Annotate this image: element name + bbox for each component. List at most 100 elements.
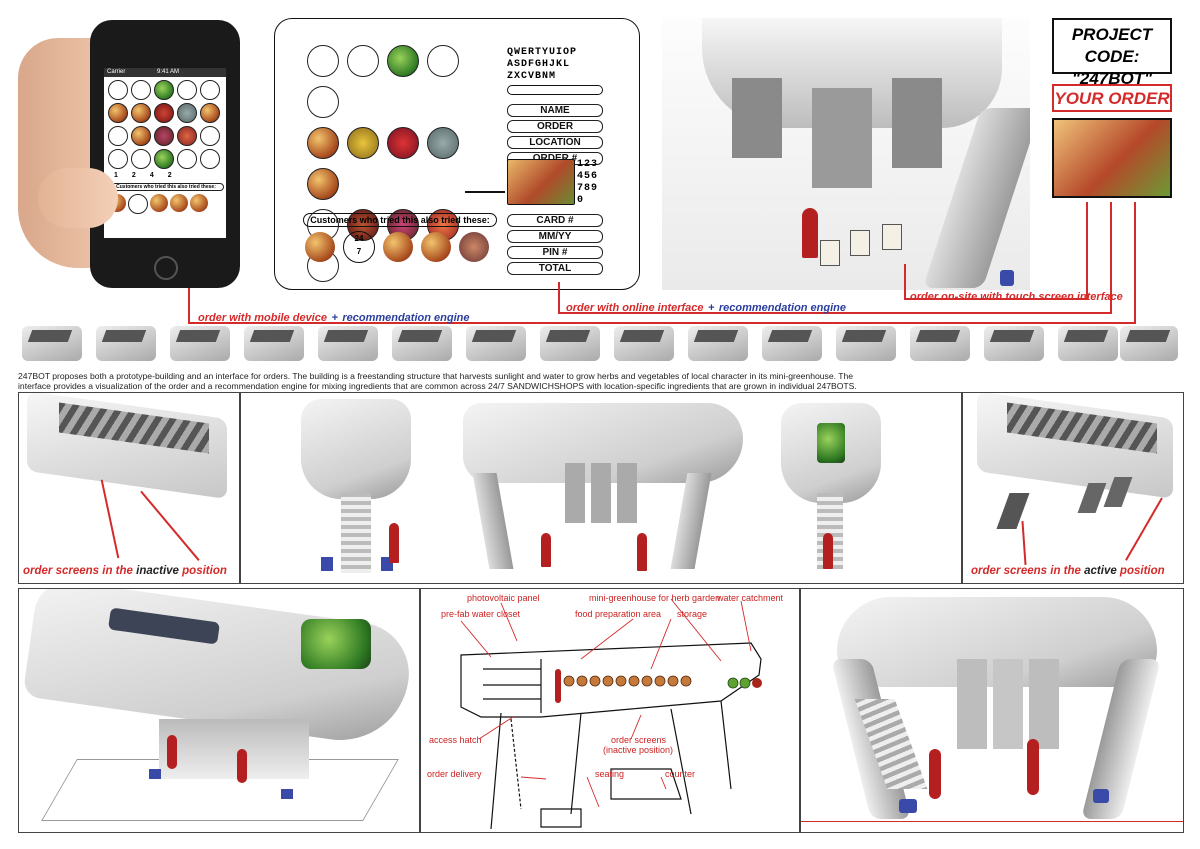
person-figure (802, 208, 818, 258)
ingredient-bread[interactable] (307, 127, 339, 159)
ingredient-cheese[interactable] (347, 127, 379, 159)
stair (341, 493, 371, 573)
animation-frame (910, 326, 970, 361)
label-order-delivery: order delivery (427, 769, 482, 779)
home-button[interactable] (154, 256, 178, 280)
rec-num-bottom: 7 (356, 247, 362, 256)
animation-frame (614, 326, 674, 361)
phone-count: 4 (149, 172, 154, 179)
total-field[interactable]: TOTAL (507, 262, 603, 275)
order-screen-panel (565, 463, 585, 523)
your-order-box: YOUR ORDER (1052, 84, 1172, 112)
order-screen-panel (1029, 659, 1059, 749)
order-screen-panel (892, 78, 942, 168)
ingredient-slot[interactable] (307, 86, 339, 118)
label-photovoltaic: photovoltaic panel (467, 593, 540, 603)
phone-photo-panel: Carrier 9:41 AM (18, 18, 262, 290)
sandwich-preview (507, 159, 575, 205)
touch-screen[interactable] (882, 224, 902, 250)
thumb-image (38, 168, 118, 228)
aerial-render-panel (18, 588, 420, 833)
project-code-title: PROJECT CODE: (1071, 25, 1153, 66)
numpad-row[interactable]: 123 (577, 159, 599, 170)
space-bar[interactable] (507, 85, 603, 95)
pointer-line (1125, 497, 1163, 561)
inactive-caption: order screens in the inactive position (23, 565, 227, 577)
project-description: 247BOT proposes both a prototype-buildin… (18, 371, 1182, 391)
numpad-row[interactable]: 789 (577, 183, 599, 194)
leg-foot (281, 789, 293, 799)
location-field[interactable]: LOCATION (507, 136, 603, 149)
perspective-render-panel (800, 588, 1184, 833)
animation-frame (392, 326, 452, 361)
elevations-panel (240, 392, 962, 584)
name-field[interactable]: NAME (507, 104, 603, 117)
ingredient-slot[interactable] (427, 45, 459, 77)
animation-frame (244, 326, 304, 361)
card-field[interactable]: CARD # (507, 214, 603, 227)
animation-frame (762, 326, 822, 361)
person-figure (637, 533, 647, 571)
caption-mobile: order with mobile device + recommendatio… (198, 312, 470, 324)
animation-frame (688, 326, 748, 361)
keyboard-row[interactable]: QWERTYUIOP (507, 47, 578, 58)
recommend-row[interactable]: 24 7 (305, 231, 489, 263)
label-storage: storage (677, 609, 708, 619)
label-water-closet: pre-fab water closet (441, 609, 521, 619)
ingredient-lettuce[interactable] (387, 45, 419, 77)
person-figure (929, 749, 941, 799)
phone-status-bar: Carrier 9:41 AM (104, 68, 226, 77)
building-leg (472, 473, 514, 569)
label-order-screens: order screens (611, 735, 667, 745)
pointer-line (140, 491, 200, 561)
animation-frame (540, 326, 600, 361)
keyboard-row[interactable]: ZXCVBNM (507, 71, 557, 82)
animation-frame (318, 326, 378, 361)
active-caption: order screens in the active position (971, 565, 1165, 577)
phone-ingredient-grid[interactable]: 1 2 4 2 Customers who tried this also tr… (108, 80, 224, 214)
arrow-line (904, 264, 906, 298)
pin-field[interactable]: PIN # (507, 246, 603, 259)
description-line-1: 247BOT proposes both a prototype-buildin… (18, 371, 854, 381)
ingredient-herb[interactable] (427, 127, 459, 159)
order-screen-panel (732, 78, 782, 158)
ground-line (801, 821, 1183, 822)
person-figure (1027, 739, 1039, 795)
order-field[interactable]: ORDER (507, 120, 603, 133)
pointer-line (1021, 521, 1027, 565)
arrow-line (188, 288, 190, 322)
numpad-row[interactable]: 456 (577, 171, 599, 182)
payment-fields[interactable]: CARD # MM/YY PIN # TOTAL (507, 211, 603, 278)
phone-carrier: Carrier (107, 69, 126, 75)
person-figure (237, 749, 247, 783)
keyboard-row[interactable]: ASDFGHJKL (507, 59, 571, 70)
leg-foot (1093, 789, 1109, 803)
caption-onsite: order on-site with touch screen interfac… (910, 291, 1123, 303)
label-counter: counter (665, 769, 696, 779)
expiry-field[interactable]: MM/YY (507, 230, 603, 243)
ingredient-slot[interactable] (307, 45, 339, 77)
ingredient-tomato[interactable] (387, 127, 419, 159)
label-inactive-position: (inactive position) (603, 745, 674, 755)
arrow-to-preview (465, 191, 505, 193)
keyboard[interactable]: QWERTYUIOP ASDFGHJKL ZXCVBNM (507, 47, 603, 95)
arrow-line (558, 282, 560, 312)
arrow-line (188, 322, 1136, 324)
rec-num-top: 24 (354, 234, 364, 243)
animation-frame (984, 326, 1044, 361)
order-fields[interactable]: NAME ORDER LOCATION ORDER # (507, 101, 603, 168)
numpad-row[interactable]: 0 (577, 195, 585, 206)
person-figure (389, 523, 399, 563)
active-position-panel: order screens in the active position (962, 392, 1184, 584)
animation-frame (22, 326, 82, 361)
inactive-position-panel: order screens in the inactive position (18, 392, 240, 584)
building-leg (670, 473, 712, 569)
touch-screen[interactable] (820, 240, 840, 266)
recommend-label: Customers who tried this also tried thes… (303, 213, 497, 227)
numpad[interactable]: 123 456 789 0 (577, 159, 598, 207)
order-screen-panel (617, 463, 637, 523)
ingredient-slot[interactable] (347, 45, 379, 77)
ingredient-bread[interactable] (307, 168, 339, 200)
touch-screen[interactable] (850, 230, 870, 256)
animation-frame (466, 326, 526, 361)
